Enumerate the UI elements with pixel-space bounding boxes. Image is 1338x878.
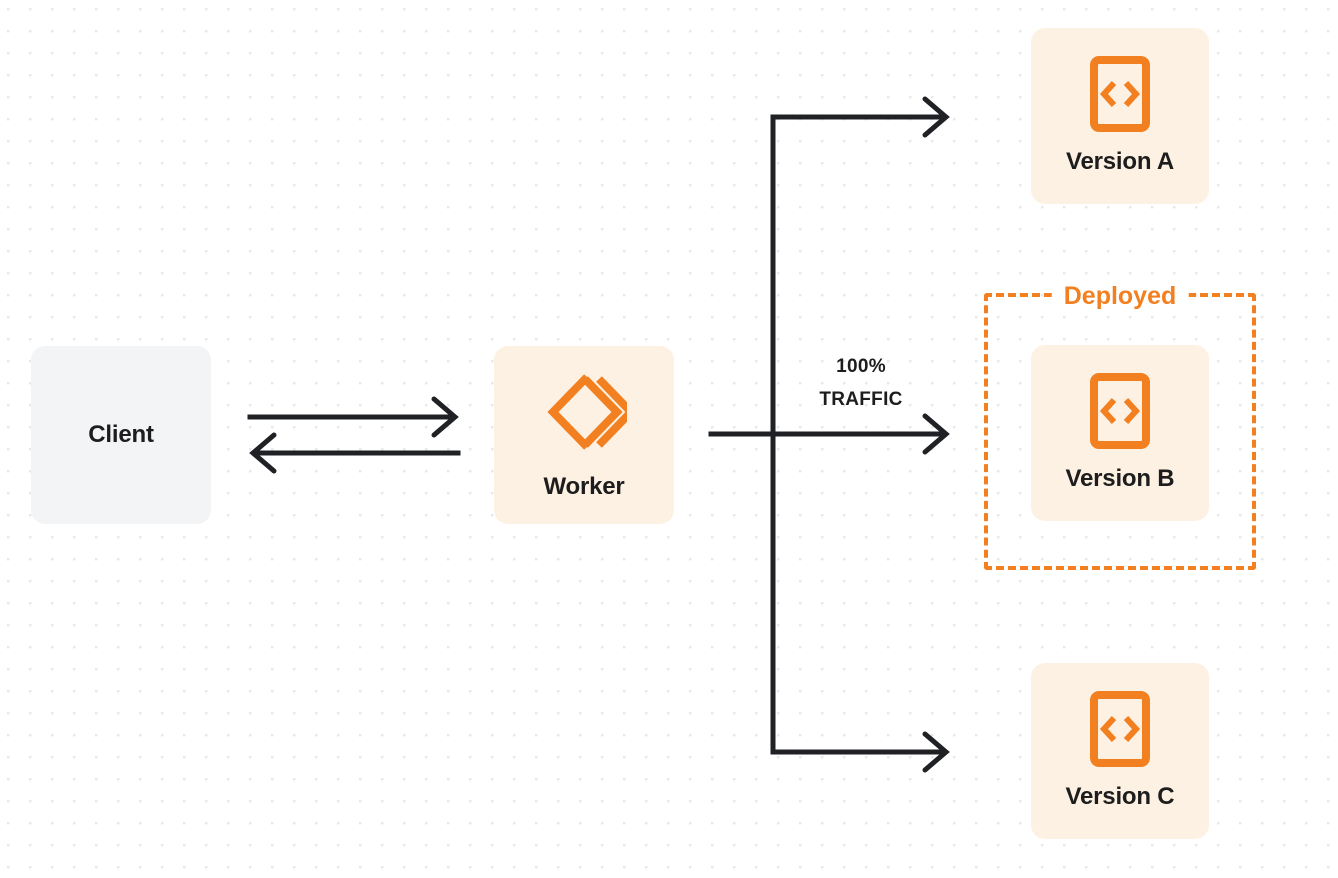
cloudflare-workers-logo-icon bbox=[541, 369, 627, 455]
traffic-annotation: 100% TRAFFIC bbox=[775, 350, 947, 416]
node-version-b-label: Version B bbox=[1065, 465, 1175, 492]
node-client-label: Client bbox=[88, 421, 154, 448]
deployed-group-label: Deployed bbox=[1051, 281, 1189, 311]
traffic-word: TRAFFIC bbox=[819, 389, 903, 410]
code-icon bbox=[1090, 56, 1150, 132]
node-client[interactable]: Client bbox=[31, 346, 211, 524]
arrow-worker-to-version-b bbox=[708, 413, 950, 455]
node-version-c[interactable]: Version C bbox=[1031, 663, 1209, 839]
node-worker-label: Worker bbox=[543, 473, 625, 500]
arrow-client-to-worker bbox=[247, 396, 459, 438]
code-icon bbox=[1090, 691, 1150, 767]
node-worker[interactable]: Worker bbox=[494, 346, 674, 524]
deployed-group-boundary: Deployed bbox=[984, 281, 1256, 570]
traffic-percent: 100% bbox=[836, 356, 886, 377]
arrow-worker-to-version-a bbox=[770, 96, 950, 138]
node-version-c-label: Version C bbox=[1065, 783, 1175, 810]
arrow-worker-to-version-c bbox=[770, 731, 950, 773]
node-version-b[interactable]: Version B bbox=[1031, 345, 1209, 521]
node-version-a[interactable]: Version A bbox=[1031, 28, 1209, 204]
code-icon bbox=[1090, 373, 1150, 449]
node-version-a-label: Version A bbox=[1065, 148, 1175, 175]
arrow-worker-to-client bbox=[249, 432, 461, 474]
